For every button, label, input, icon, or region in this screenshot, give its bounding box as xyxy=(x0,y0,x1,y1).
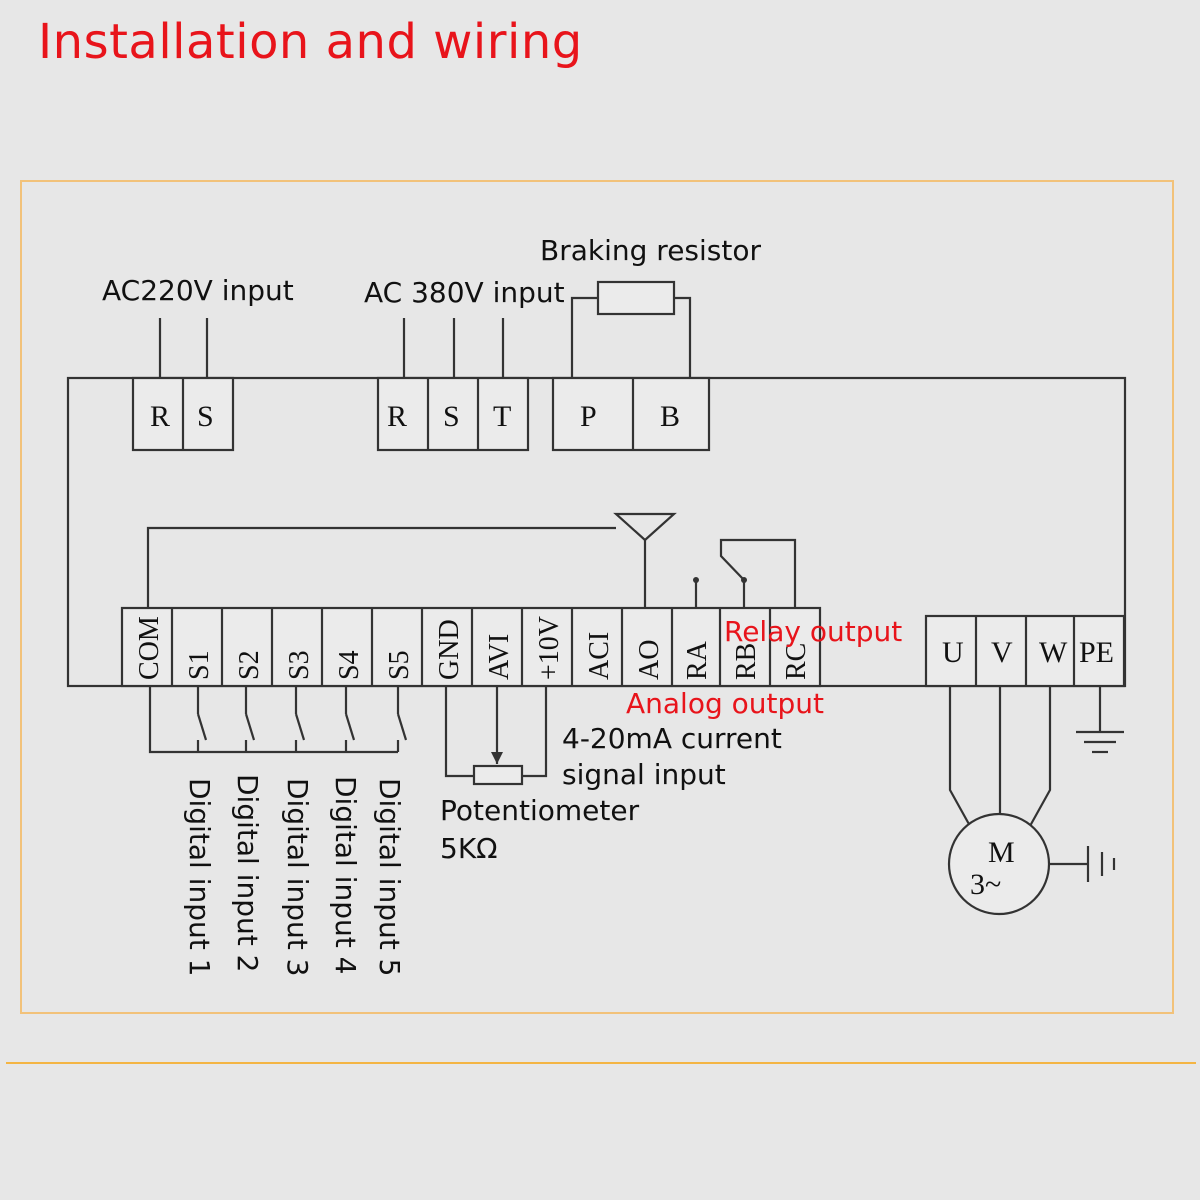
terminal-s-220: S xyxy=(197,400,214,433)
terminal-gnd: GND xyxy=(434,619,465,680)
motor-label-m: M xyxy=(988,836,1015,869)
terminal-ra: RA xyxy=(682,640,713,680)
terminal-b: B xyxy=(660,400,680,433)
terminal-10v: +10V xyxy=(534,616,565,680)
relay-contact-icon xyxy=(693,538,797,608)
terminal-r-220: R xyxy=(150,400,170,433)
ac380-label: AC 380V input xyxy=(364,276,565,309)
terminal-r-380: R xyxy=(387,400,407,433)
terminal-p: P xyxy=(580,400,597,433)
ground-icon xyxy=(1076,686,1124,754)
terminal-ao: AO xyxy=(634,640,665,680)
terminal-rb: RB xyxy=(731,643,762,680)
meter-icon xyxy=(613,512,677,542)
terminal-pe: PE xyxy=(1079,636,1114,669)
terminal-com: COM xyxy=(134,616,165,680)
terminal-u: U xyxy=(942,636,964,669)
braking-resistor-icon xyxy=(596,280,676,316)
terminal-s4: S4 xyxy=(334,650,365,680)
terminal-s3: S3 xyxy=(284,650,315,680)
diagram-frame xyxy=(20,180,1174,1014)
current-input-label-line2: signal input xyxy=(562,758,726,791)
motor-label-phase: 3~ xyxy=(970,868,1001,901)
braking-resistor-label: Braking resistor xyxy=(540,234,761,267)
divider-line xyxy=(6,1062,1196,1064)
terminal-avi: AVI xyxy=(484,634,515,680)
ac380-terminal-block: R S T xyxy=(376,318,530,452)
terminal-s-380: S xyxy=(443,400,460,433)
control-terminal-strip: COM S1 S2 S3 S4 S5 GND AVI +10V ACI AO R… xyxy=(120,606,822,688)
digital-input-switches xyxy=(148,686,408,754)
analog-output-label: Analog output xyxy=(626,687,824,720)
output-terminal-block: U V W PE xyxy=(924,614,1126,688)
terminal-s2: S2 xyxy=(234,650,265,680)
ac220-terminal-block: R S xyxy=(131,318,235,452)
terminal-v: V xyxy=(991,636,1013,669)
digital-input-1-label: Digital input 1 xyxy=(183,778,216,976)
digital-input-3-label: Digital input 3 xyxy=(281,778,314,976)
potentiometer-label-line1: Potentiometer xyxy=(440,794,640,827)
terminal-aci: ACI xyxy=(584,632,615,680)
relay-output-label: Relay output xyxy=(724,615,902,648)
terminal-t-380: T xyxy=(493,400,511,433)
ac220-label: AC220V input xyxy=(102,274,294,307)
current-input-label-line1: 4-20mA current xyxy=(562,722,782,755)
terminal-s1: S1 xyxy=(184,650,215,680)
digital-input-5-label: Digital input 5 xyxy=(373,778,406,976)
terminal-rc: RC xyxy=(781,643,812,680)
brake-terminal-block: P B xyxy=(551,280,711,452)
terminal-w: W xyxy=(1039,636,1068,669)
digital-input-4-label: Digital input 4 xyxy=(329,776,362,974)
potentiometer-label-line2: 5KΩ xyxy=(440,832,498,865)
potentiometer-icon xyxy=(444,686,548,786)
page-title: Installation and wiring xyxy=(38,14,583,70)
terminal-s5: S5 xyxy=(384,650,415,680)
digital-input-2-label: Digital input 2 xyxy=(231,774,264,972)
motor-ground-icon xyxy=(1049,846,1116,882)
